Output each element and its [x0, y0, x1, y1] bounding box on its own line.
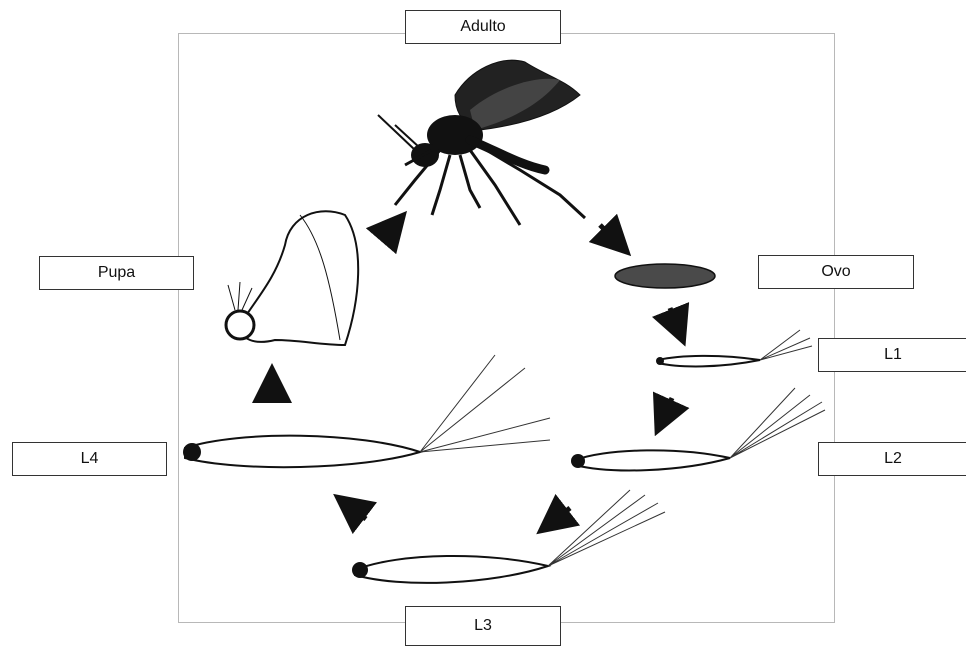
larva-l2-illustration: [571, 388, 825, 470]
arrow-l2-to-l3: [552, 508, 570, 522]
larva-l3-illustration: [352, 490, 665, 583]
label-l1: L1: [818, 338, 966, 372]
label-l4: L4: [12, 442, 167, 476]
arrow-l3-to-l4: [349, 506, 366, 519]
larva-l4-illustration: [183, 355, 550, 467]
pupa-illustration: [226, 211, 358, 345]
arrow-adult-to-egg: [600, 225, 617, 242]
arrow-egg-to-l1: [670, 308, 678, 328]
egg-illustration: [615, 264, 715, 288]
label-l2: L2: [818, 442, 966, 476]
label-egg: Ovo: [758, 255, 914, 289]
label-l3: L3: [405, 606, 561, 646]
arrow-l1-to-l2: [663, 398, 672, 418]
label-pupa: Pupa: [39, 256, 194, 290]
adult-mosquito-illustration: [378, 60, 585, 225]
larva-l1-illustration: [656, 330, 812, 366]
arrow-pupa-to-adult: [382, 226, 394, 240]
label-adult: Adulto: [405, 10, 561, 44]
